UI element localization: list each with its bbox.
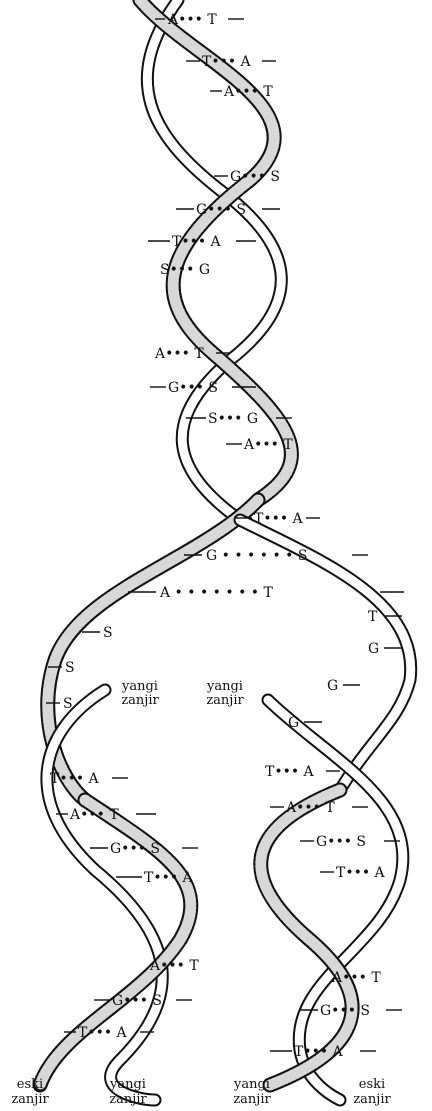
- free-base: T: [368, 609, 378, 625]
- base-pair: A • • • • • • • T: [159, 585, 274, 601]
- base-pair: G••• S: [196, 202, 246, 218]
- base-pair: A••• T: [167, 12, 217, 28]
- fork-strands: [48, 500, 411, 800]
- base-pair: T••• A: [202, 54, 252, 70]
- base-pair: S••• G: [160, 262, 210, 278]
- base-pair: A••• T: [223, 84, 273, 100]
- fork-left-strand: [48, 500, 258, 800]
- base-pair: T••• A: [144, 870, 194, 886]
- mid-labels: yangi zanjir yangi zanjir: [121, 679, 244, 708]
- old-strand-label-line2: zanjir: [353, 1092, 391, 1107]
- free-base: G: [288, 715, 299, 731]
- base-pair: T••• A: [172, 234, 222, 250]
- right-daughter-helix: [261, 700, 403, 1100]
- base-pair: T••• A: [294, 1044, 344, 1060]
- base-pair: A••• T: [149, 958, 199, 974]
- base-pair: T••• A: [336, 865, 386, 881]
- base-pair: T••• A: [254, 511, 304, 527]
- base-pair: G••• S: [110, 841, 160, 857]
- base-pair: T••• A: [50, 771, 100, 787]
- base-pair: T••• A: [265, 764, 315, 780]
- new-strand-label-line1: yangi: [233, 1077, 270, 1092]
- free-base: G: [368, 641, 379, 657]
- right-free-bases: T G G G: [288, 609, 402, 731]
- base-pair: G••• S: [168, 380, 218, 396]
- base-pair: G • • • • • • S: [206, 548, 307, 564]
- base-pair: A••• T: [243, 437, 293, 453]
- base-pair: A••• T: [69, 807, 119, 823]
- free-base: S: [63, 696, 73, 712]
- new-strand-label-line2: zanjir: [109, 1092, 147, 1107]
- free-base: G: [327, 678, 338, 694]
- base-pair: G••• S: [230, 169, 280, 185]
- new-strand-label-line1: yangi: [206, 679, 243, 694]
- new-strand-label-line2: zanjir: [233, 1092, 271, 1107]
- new-strand-label-line1: yangi: [109, 1077, 146, 1092]
- old-strand-label-line2: zanjir: [11, 1092, 49, 1107]
- base-pair: A••• T: [154, 346, 204, 362]
- new-strand-label-line2: zanjir: [206, 693, 244, 708]
- base-pair: G••• S: [316, 834, 366, 850]
- base-pair: A••• T: [331, 970, 381, 986]
- new-strand-label-line2: zanjir: [121, 693, 159, 708]
- base-pair: G••• S: [320, 1003, 370, 1019]
- free-base: S: [103, 625, 113, 641]
- new-strand-label-line1: yangi: [121, 679, 158, 694]
- old-strand-label-line1: eski: [359, 1077, 385, 1092]
- old-strand-label-line1: eski: [17, 1077, 43, 1092]
- base-pair: T••• A: [78, 1025, 128, 1041]
- base-pair: G••• S: [112, 993, 162, 1009]
- base-pair: A••• T: [285, 800, 335, 816]
- free-base: S: [65, 660, 75, 676]
- base-pair: S••• G: [208, 411, 258, 427]
